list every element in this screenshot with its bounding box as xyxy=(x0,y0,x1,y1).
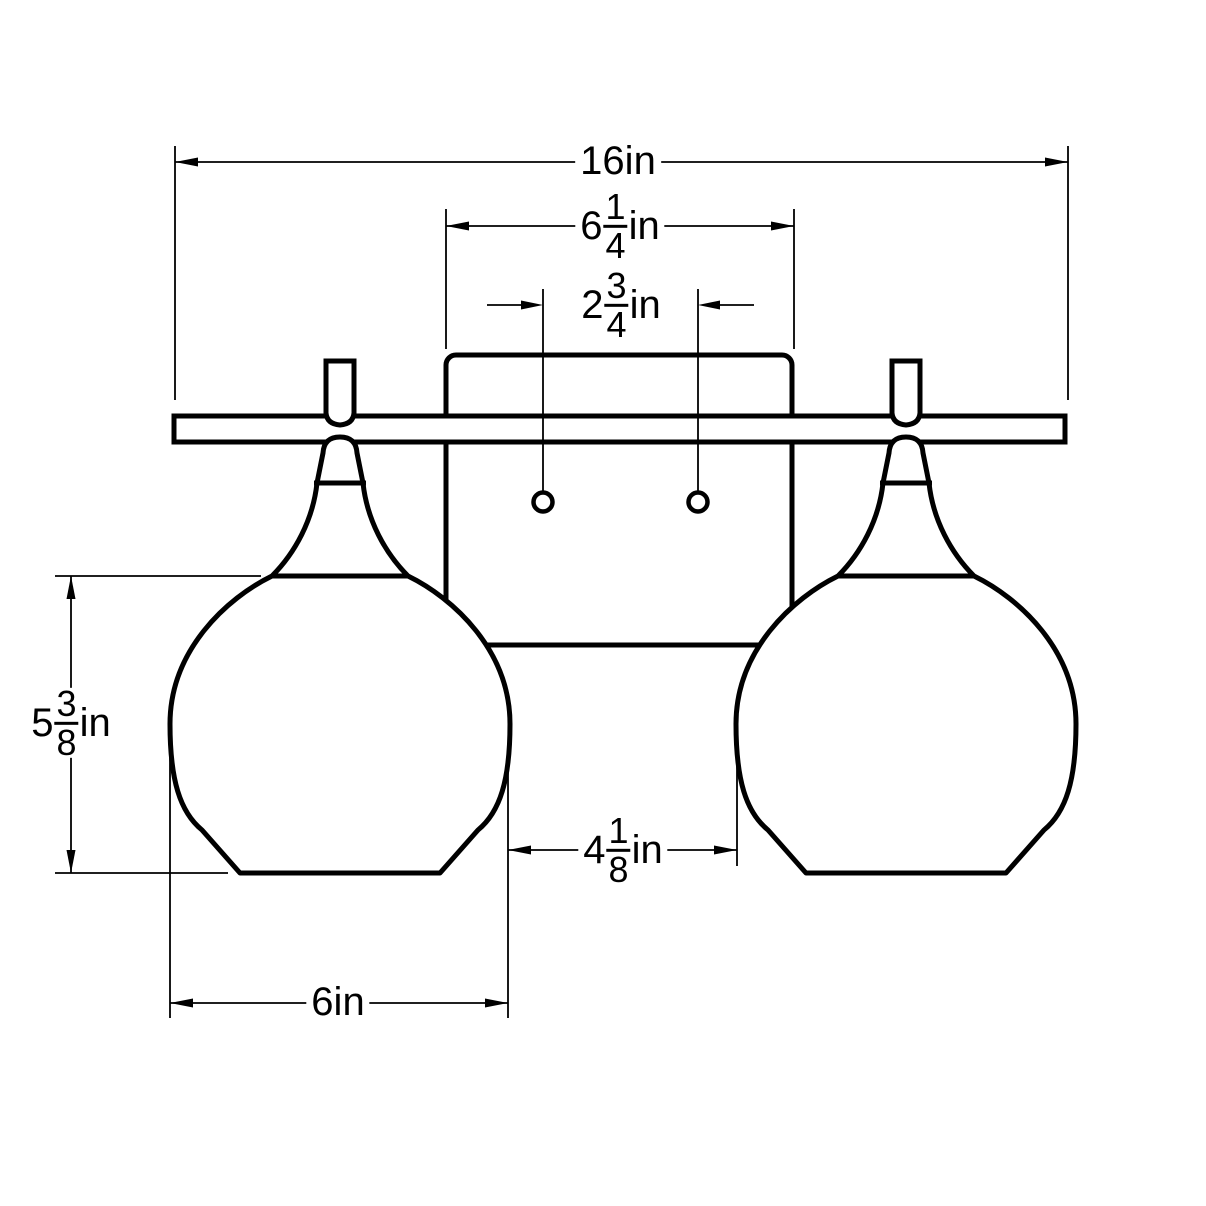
fraction-numerator: 1 xyxy=(606,809,631,852)
arrow-6-right xyxy=(485,998,508,1008)
right-glass-shade xyxy=(733,480,1079,876)
left-mounting-hole xyxy=(531,490,555,514)
arrow-6-left xyxy=(170,998,193,1008)
fraction-denominator: 4 xyxy=(605,224,626,266)
dim-unit: in xyxy=(79,701,111,745)
arrow-5-3-8-top xyxy=(66,576,76,599)
arrow-5-3-8-bottom xyxy=(66,850,76,873)
fraction-numerator: 3 xyxy=(54,682,79,725)
dim-value: 6 xyxy=(311,980,334,1024)
left-finial-peg xyxy=(323,358,357,428)
right-finial-peg xyxy=(889,358,923,428)
dim-value: 5 xyxy=(31,701,54,745)
right-lamp xyxy=(733,358,1079,876)
arrow-16-right xyxy=(1045,157,1068,167)
fraction-denominator: 4 xyxy=(606,303,627,345)
mounting-bar xyxy=(171,413,1068,445)
fraction-numerator: 1 xyxy=(603,185,628,228)
arrow-6-1-4-left xyxy=(446,221,469,231)
backplate xyxy=(443,352,795,648)
arrow-2-3-4-left xyxy=(521,300,543,310)
dim-unit: in xyxy=(333,980,365,1024)
arrow-16-left xyxy=(175,157,198,167)
fraction-denominator: 8 xyxy=(608,848,629,890)
dim-unit: in xyxy=(624,139,656,183)
fraction-denominator: 8 xyxy=(56,721,77,763)
arrow-2-3-4-right xyxy=(698,300,720,310)
dim-unit: in xyxy=(631,828,663,872)
arrow-4-1-8-right xyxy=(714,845,737,855)
right-socket-neck xyxy=(879,434,933,486)
arrow-4-1-8-left xyxy=(508,845,531,855)
right-mounting-hole xyxy=(686,490,710,514)
left-glass-shade xyxy=(167,480,513,876)
left-socket-neck xyxy=(313,434,367,486)
fraction-numerator: 3 xyxy=(604,264,629,307)
dimension-arrowheads xyxy=(66,157,1068,1008)
left-lamp xyxy=(167,358,513,876)
dim-value: 2 xyxy=(581,283,604,327)
dim-value: 4 xyxy=(583,828,606,872)
arrow-6-1-4-right xyxy=(771,221,794,231)
dim-unit: in xyxy=(628,204,660,248)
dim-unit: in xyxy=(629,283,661,327)
dim-value: 16 xyxy=(580,139,625,183)
dim-value: 6 xyxy=(580,204,603,248)
